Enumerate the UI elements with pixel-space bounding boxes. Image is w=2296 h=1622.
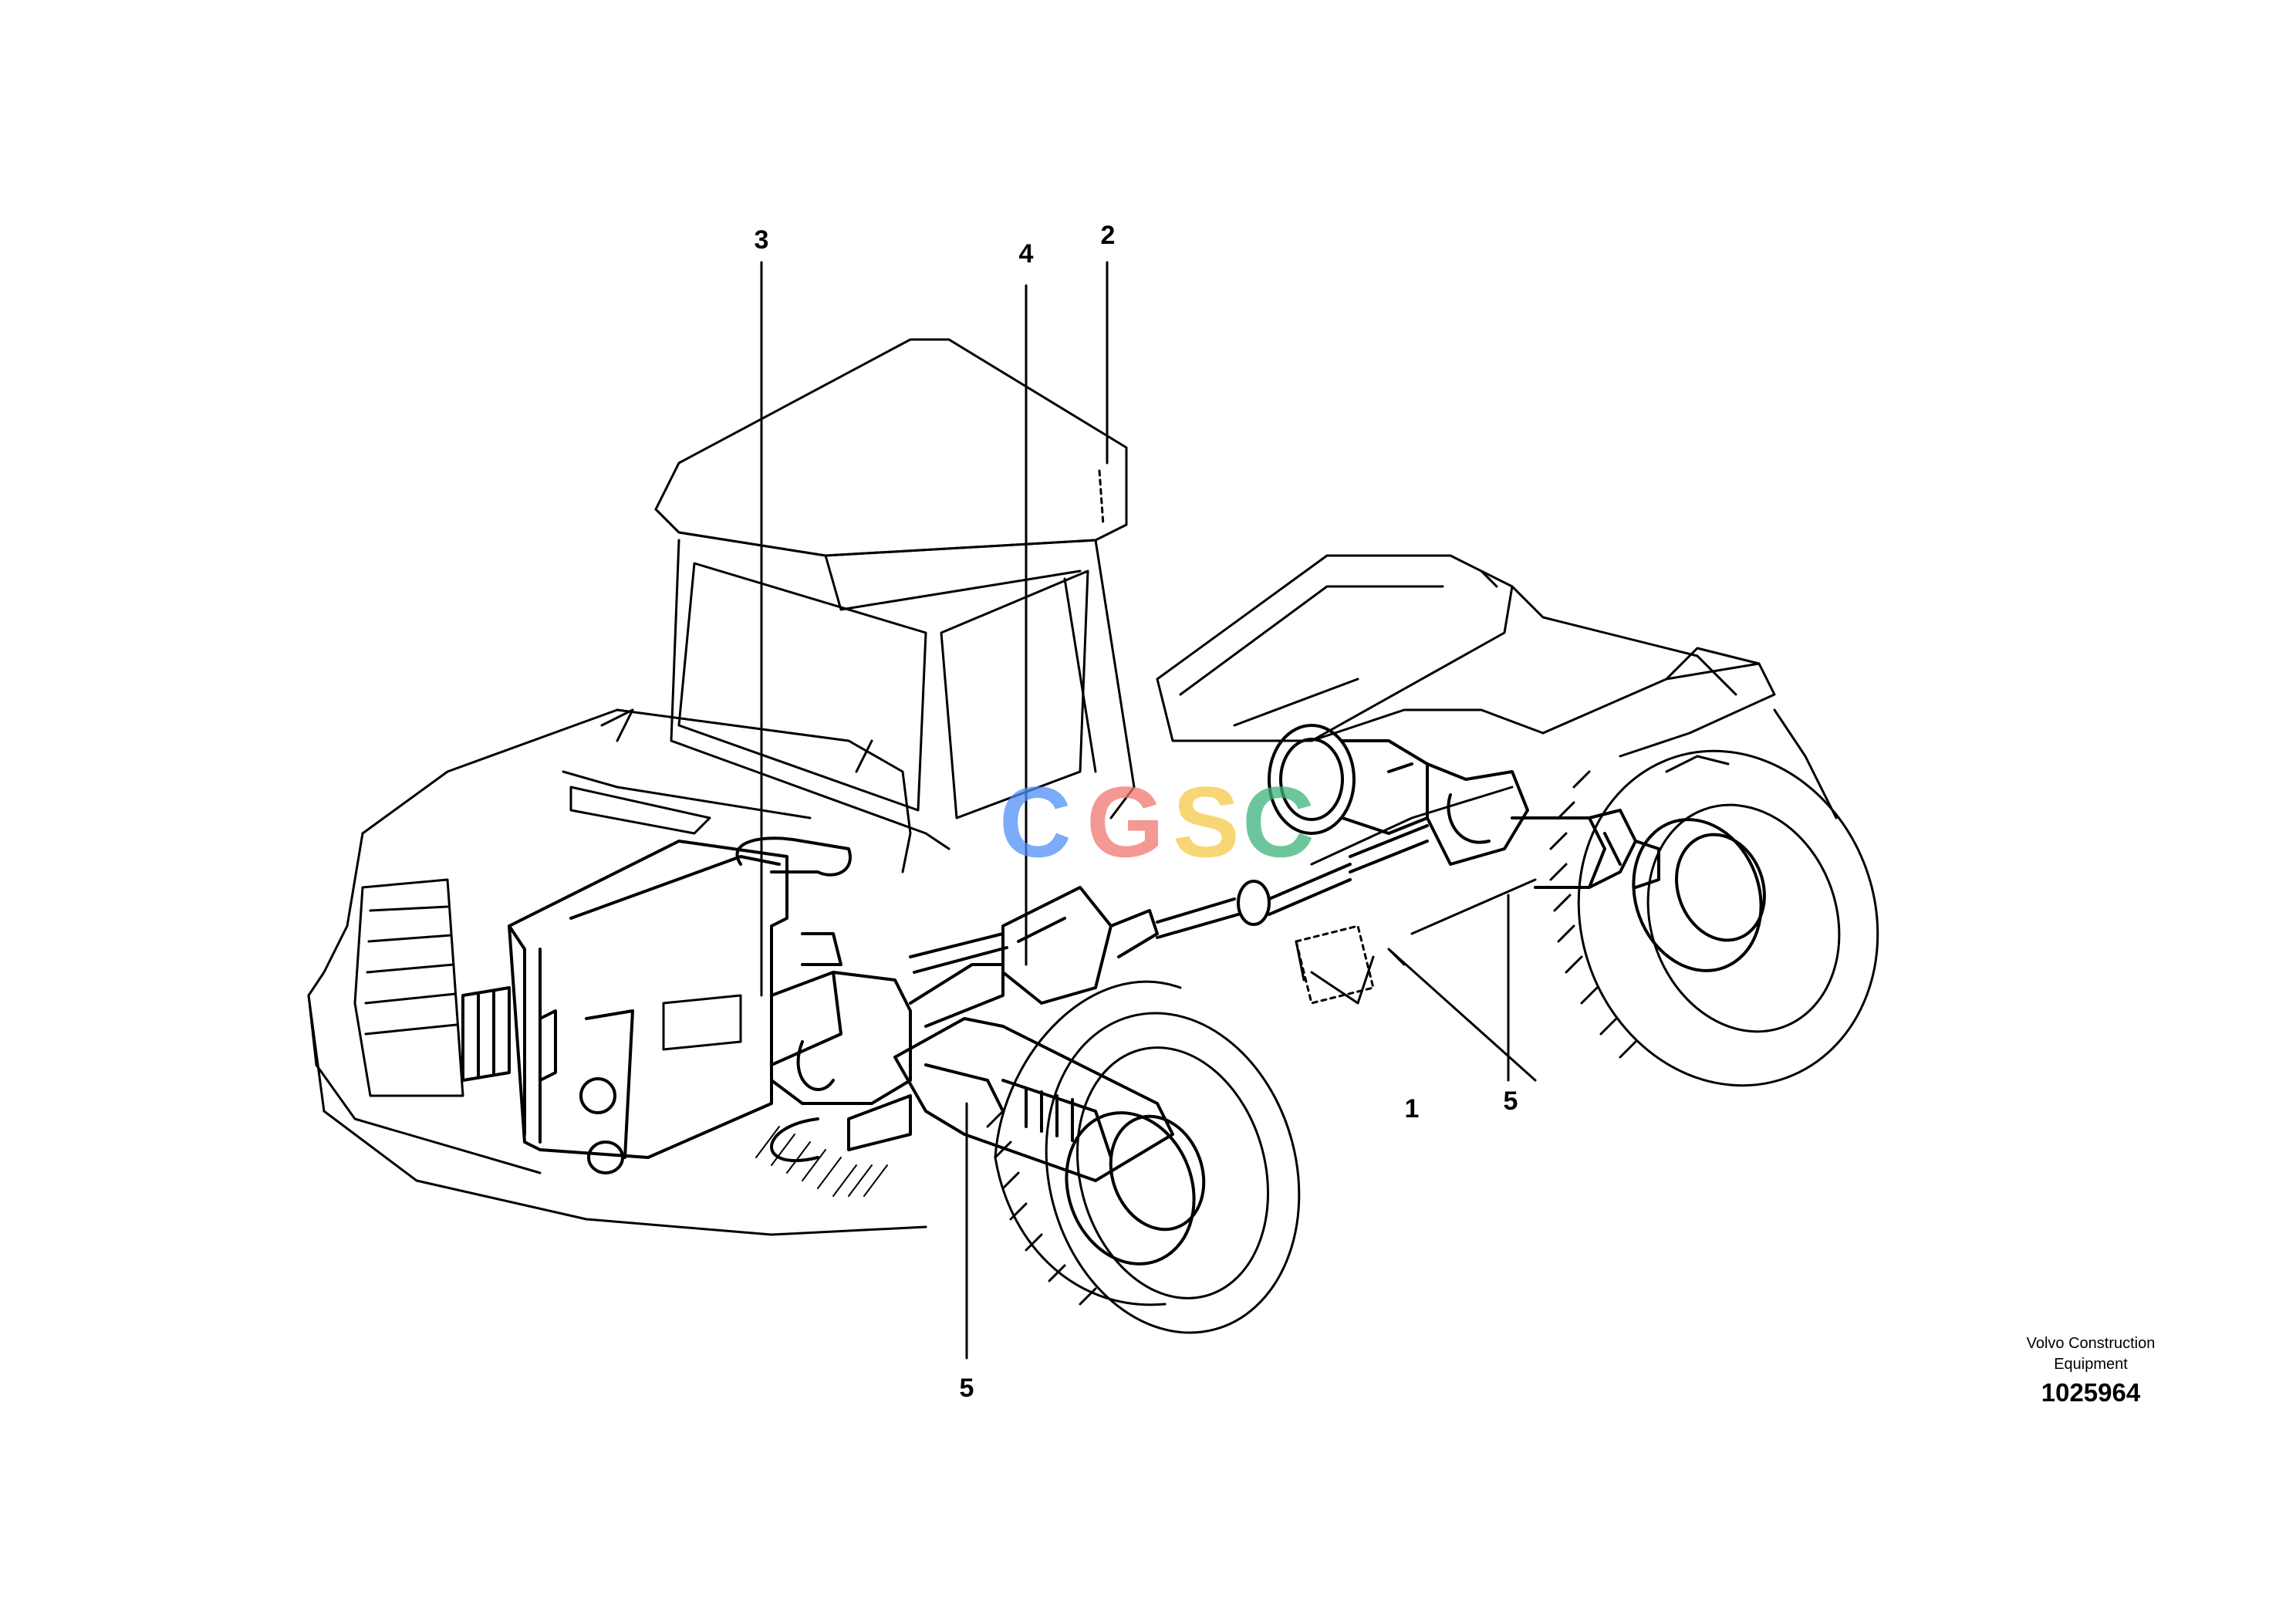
callout-4: 4: [1018, 239, 1034, 269]
front-wheel: [986, 980, 1301, 1334]
callout-5-rear: 5: [1503, 1086, 1518, 1116]
watermark-letter-4: C: [1242, 765, 1315, 878]
callout-1: 1: [1404, 1094, 1420, 1124]
watermark-letter-1: C: [999, 765, 1072, 878]
callout-3: 3: [754, 225, 769, 255]
rear-axles: [1268, 724, 1660, 889]
engine: [461, 836, 852, 1174]
rear-frame: [1156, 554, 1776, 1005]
drawing-number: 1025964: [2041, 1378, 2141, 1407]
callout-5-front: 5: [959, 1374, 974, 1403]
front-body-outline: [307, 708, 927, 1236]
watermark-letter-2: G: [1086, 765, 1165, 878]
manufacturer-credit: Volvo Construction Equipment: [2006, 1333, 2176, 1375]
leader-lines: [760, 261, 1537, 1360]
rear-wheel: [1549, 708, 1879, 1087]
transmission: [770, 963, 1004, 1163]
propeller-shaft: [909, 824, 1429, 1005]
underbody-hatching: [755, 1126, 888, 1197]
credit-line-1: Volvo Construction: [2026, 1335, 2156, 1352]
credit-line-2: Equipment: [2054, 1356, 2128, 1373]
cab-outline: [654, 338, 1136, 850]
front-axle: [893, 1017, 1206, 1265]
callout-2: 2: [1100, 221, 1116, 250]
watermark-letter-3: S: [1173, 765, 1240, 878]
